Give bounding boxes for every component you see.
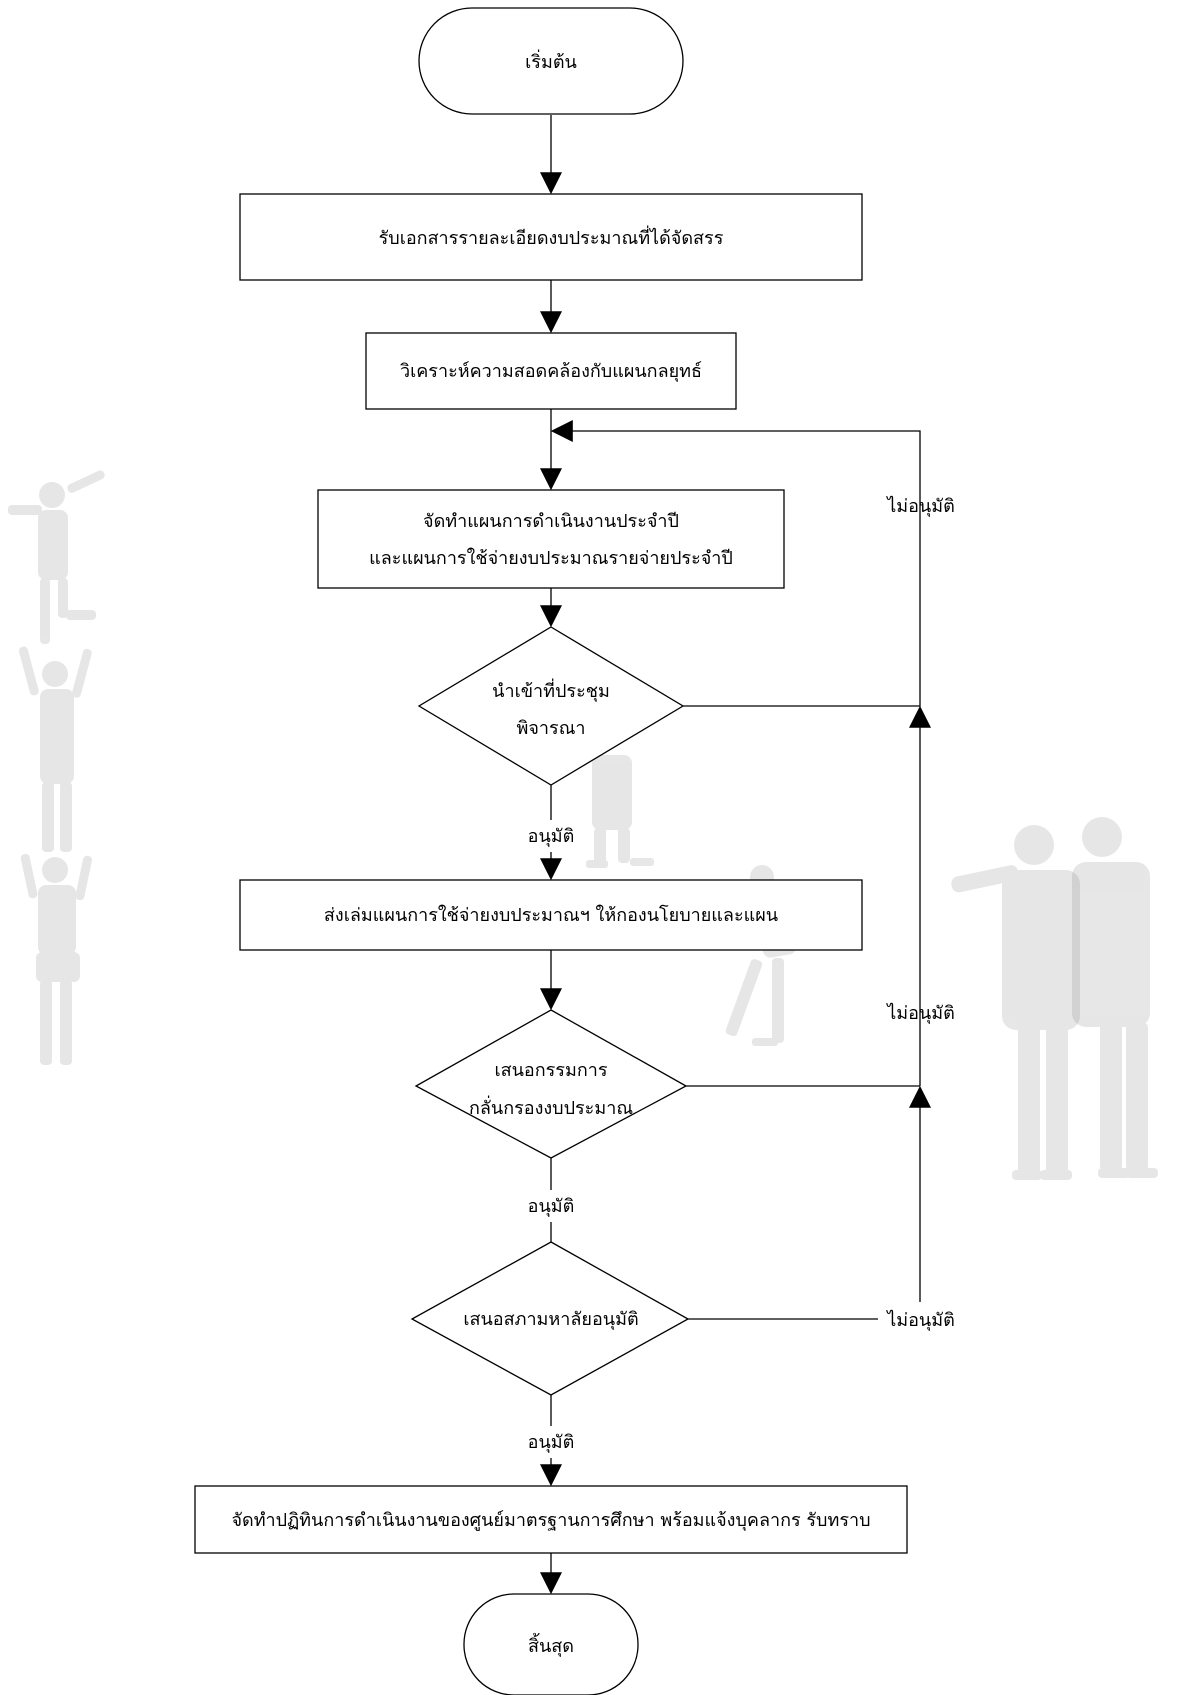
node-decision2: เสนอกรรมการ กลั่นกรองงบประมาณ: [414, 1009, 688, 1159]
label-not-approved-2: ไม่อนุมัติ: [885, 1002, 955, 1024]
label-not-approved-1: ไม่อนุมัติ: [885, 495, 955, 517]
step2-label: วิเคราะห์ความสอดคล้องกับแผนกลยุทธ์: [400, 361, 702, 382]
node-step3: จัดทำแผนการดำเนินงานประจำปี และแผนการใช้…: [317, 489, 785, 589]
node-step2: วิเคราะห์ความสอดคล้องกับแผนกลยุทธ์: [365, 332, 737, 410]
node-decision3: เสนอสภามหาลัยอนุมัติ: [410, 1241, 690, 1396]
decision2-line1: เสนอกรรมการ: [494, 1060, 607, 1081]
decision1-line1: นำเข้าที่ประชุม: [492, 678, 610, 702]
step5-label: จัดทำปฏิทินการดำเนินงานของศูนย์มาตรฐานกา…: [231, 1510, 870, 1531]
background-figures-right: [951, 817, 1158, 1180]
decision1-line2: พิจารณา: [517, 718, 586, 739]
decision3-label: เสนอสภามหาลัยอนุมัติ: [463, 1309, 638, 1330]
step4-label: ส่งเล่มแผนการใช้จ่ายงบประมาณฯ ให้กองนโยบ…: [324, 904, 778, 926]
decision2-line2: กลั่นกรองงบประมาณ: [469, 1095, 633, 1119]
edge-labels: อนุมัติ อนุมัติ อนุมัติ ไม่อนุมัติ ไม่อน…: [528, 495, 955, 1453]
step3-line2: และแผนการใช้จ่ายงบประมาณรายจ่ายประจำปี: [369, 547, 733, 569]
node-step5: จัดทำปฏิทินการดำเนินงานของศูนย์มาตรฐานกา…: [194, 1485, 908, 1554]
node-end: สิ้นสุด: [463, 1593, 639, 1695]
node-step1: รับเอกสารรายละเอียดงบประมาณที่ได้จัดสรร: [239, 193, 863, 281]
step3-line1: จัดทำแผนการดำเนินงานประจำปี: [423, 511, 679, 532]
end-label: สิ้นสุด: [528, 1633, 574, 1657]
label-approved-2: อนุมัติ: [528, 1196, 575, 1217]
reject-loop-1: [550, 420, 921, 707]
connectors: [540, 115, 931, 1595]
label-approved-1: อนุมัติ: [528, 826, 575, 847]
node-decision1: นำเข้าที่ประชุม พิจารณา: [417, 626, 685, 786]
node-start: เริ่มต้น: [418, 7, 684, 115]
background-figures-left: [8, 470, 105, 1065]
step1-label: รับเอกสารรายละเอียดงบประมาณที่ได้จัดสรร: [379, 225, 724, 249]
node-step4: ส่งเล่มแผนการใช้จ่ายงบประมาณฯ ให้กองนโยบ…: [239, 879, 863, 951]
label-not-approved-3: ไม่อนุมัติ: [885, 1309, 955, 1331]
label-approved-3: อนุมัติ: [528, 1432, 575, 1453]
start-label: เริ่มต้น: [525, 49, 577, 73]
